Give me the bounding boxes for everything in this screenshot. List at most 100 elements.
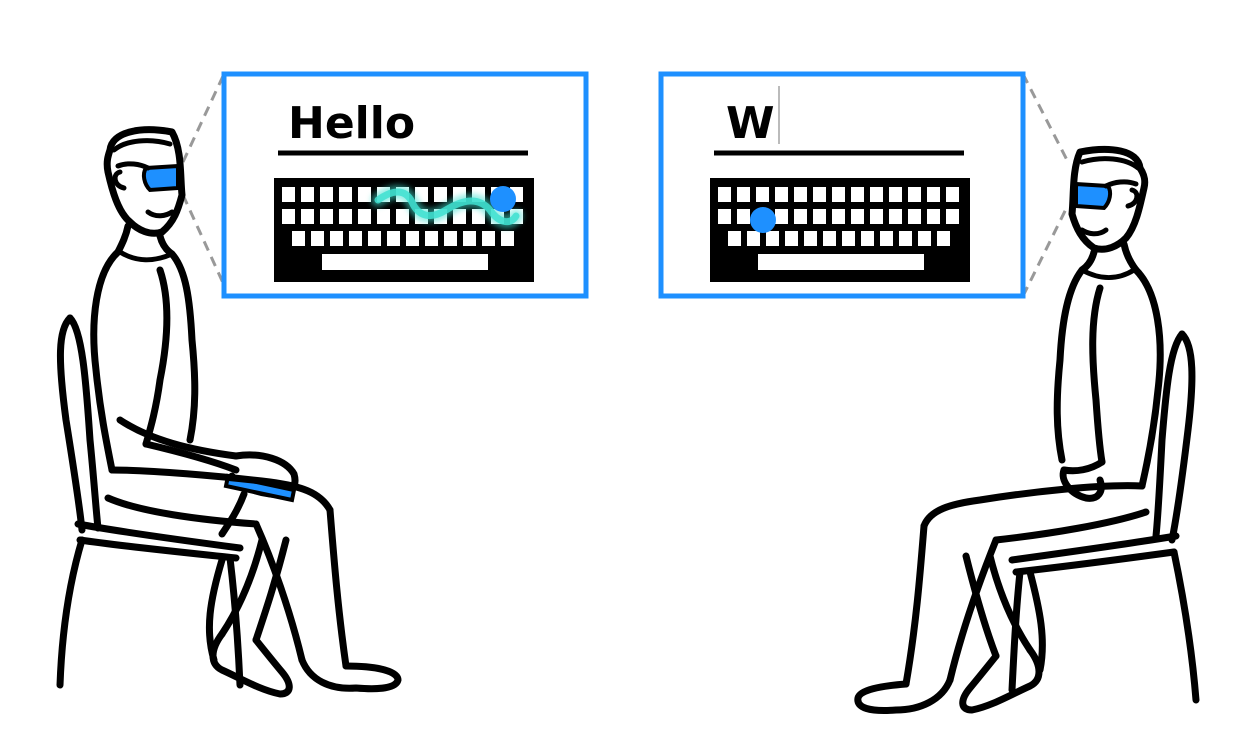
right-keyboard-key [927, 187, 940, 202]
right-vr-headset-icon [1074, 181, 1113, 211]
left-keyboard-key [434, 187, 447, 202]
right-panel: W [658, 71, 1070, 299]
left-ear [112, 169, 127, 191]
right-keyboard-key [794, 209, 807, 224]
right-typed-text: W [726, 98, 775, 149]
left-keyboard-key [368, 231, 381, 246]
right-keyboard-key [756, 187, 769, 202]
left-head [103, 126, 186, 237]
right-keyboard-key [937, 231, 950, 246]
right-keyboard-key [842, 231, 855, 246]
right-hair [1079, 156, 1141, 171]
left-keyboard-key [311, 231, 324, 246]
right-keyboard-key [851, 187, 864, 202]
left-keyboard-key [349, 231, 362, 246]
left-chair-back-inner [66, 314, 102, 532]
right-chair-seat [1008, 532, 1180, 564]
right-shin-rear [986, 552, 1034, 654]
left-chair-leg-back [56, 536, 86, 689]
left-hair [111, 138, 173, 153]
left-keyboard-key [444, 231, 457, 246]
left-shin-rear [218, 536, 266, 638]
right-chair-leg-cross [1026, 568, 1046, 674]
right-collar [1079, 267, 1137, 280]
left-keyboard-key [415, 187, 428, 202]
right-chair-back-inner [1152, 330, 1186, 540]
right-headset-strap [1103, 179, 1139, 189]
left-keyboard-key [406, 231, 419, 246]
left-chair-back [56, 314, 86, 534]
left-keyboard-key [282, 209, 295, 224]
right-chair-leg-back [1170, 548, 1200, 704]
right-keyboard-key [718, 209, 731, 224]
left-view-line-top [181, 73, 226, 163]
left-keyboard-keys [282, 187, 523, 270]
right-keyboard-key [785, 231, 798, 246]
right-keyboard-key [880, 231, 893, 246]
left-vr-headset-icon [141, 163, 180, 193]
right-keyboard-key [918, 231, 931, 246]
left-chair-seat-under [76, 536, 240, 562]
right-keyboard-key [728, 231, 741, 246]
right-keyboard-key [737, 187, 750, 202]
right-view-line-bottom [1021, 204, 1070, 297]
right-chair-back [1168, 330, 1196, 544]
left-collar [117, 249, 175, 263]
right-keyboard-key [908, 209, 921, 224]
left-keyboard-spacebar [322, 254, 488, 270]
left-chair-leg-front [226, 554, 244, 689]
right-keyboard-key [823, 231, 836, 246]
left-keyboard-key [472, 209, 485, 224]
right-mouth [1079, 227, 1109, 237]
left-neck [114, 222, 132, 256]
left-keyboard-key [482, 231, 495, 246]
left-view-line-bottom [181, 194, 226, 286]
right-keyboard-key [908, 187, 921, 202]
left-keyboard-key [339, 187, 352, 202]
right-keyboard-key [766, 231, 779, 246]
right-keyboard-key [794, 187, 807, 202]
right-keyboard-keys [718, 187, 959, 270]
right-foot-rear [959, 646, 1043, 714]
right-view-line-top [1021, 73, 1070, 163]
right-keyboard-key [927, 209, 940, 224]
right-thigh-top [920, 482, 1146, 530]
right-keyboard-key [899, 231, 912, 246]
left-swipe-trace [374, 188, 520, 226]
left-controller-handle [218, 490, 248, 538]
left-keyboard-key [358, 209, 371, 224]
left-keyboard-key [330, 231, 343, 246]
right-keyboard [710, 178, 970, 282]
left-panel: Hello [181, 71, 589, 299]
left-shin-rear-2 [252, 536, 290, 644]
right-keyboard-key [832, 187, 845, 202]
right-ear [1125, 187, 1140, 209]
right-keyboard-key [813, 187, 826, 202]
right-shin-front [902, 522, 928, 688]
left-arm-upper [142, 266, 171, 448]
left-keyboard-key [301, 187, 314, 202]
right-keyboard-key [889, 187, 902, 202]
right-torso-back [1132, 266, 1164, 490]
left-torso-back [90, 248, 122, 474]
right-keyboard-key [737, 209, 750, 224]
right-neck [1120, 240, 1140, 274]
left-keyboard-key [301, 209, 314, 224]
right-keyboard-key [946, 187, 959, 202]
right-keyboard-key [946, 209, 959, 224]
right-head [1068, 145, 1149, 253]
right-keyboard-key [851, 209, 864, 224]
left-keyboard-key [453, 209, 466, 224]
left-keyboard-key [377, 209, 390, 224]
left-torso-front [168, 250, 199, 444]
left-keyboard-key [292, 231, 305, 246]
right-keyboard-key [747, 231, 760, 246]
left-keyboard-key [339, 209, 352, 224]
right-keyboard-key [870, 209, 883, 224]
left-foot-rear [209, 630, 293, 698]
right-keyboard-key [718, 187, 731, 202]
right-cursor-dot [750, 207, 776, 233]
right-person [854, 145, 1200, 714]
left-keyboard-key [282, 187, 295, 202]
